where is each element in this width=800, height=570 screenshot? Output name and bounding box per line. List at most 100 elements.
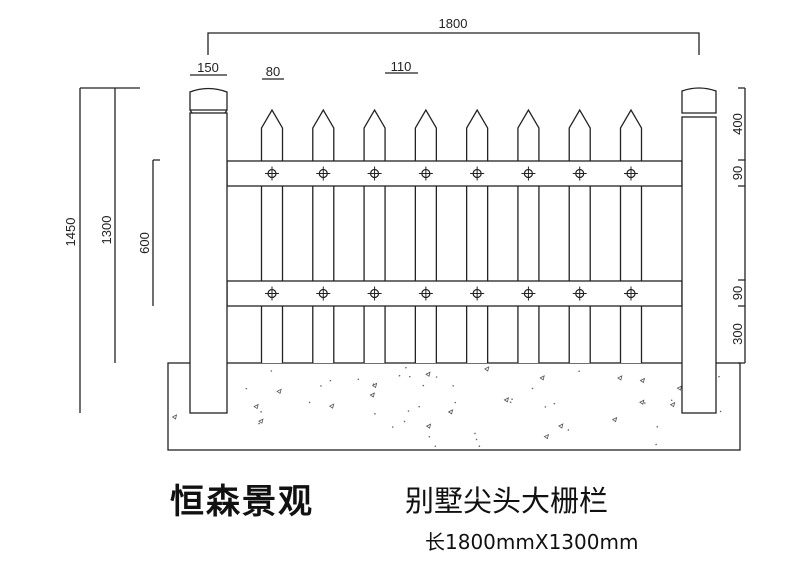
bolt-icon: [367, 286, 382, 301]
gravel-mark: [391, 426, 394, 428]
gravel-mark: [425, 423, 432, 429]
brand-name: 恒森景观: [170, 482, 314, 522]
gravel-mark: [719, 410, 722, 413]
picket: [363, 108, 386, 363]
right-post: [681, 87, 717, 414]
bolt-icon: [521, 166, 536, 181]
dimension-lines: [79, 32, 746, 413]
gravel-mark: [422, 384, 425, 387]
gravel-mark: [670, 399, 673, 402]
gravel-mark: [676, 385, 683, 391]
dim-total-length: 1800: [439, 16, 468, 31]
gravel-mark: [418, 405, 420, 408]
gravel-mark: [567, 429, 570, 431]
picket: [517, 108, 540, 363]
dim-picket-width: 80: [266, 64, 280, 79]
bolt-icon: [521, 286, 536, 301]
left-post: [189, 87, 228, 414]
gravel-mark: [408, 375, 411, 378]
picket: [465, 108, 489, 363]
picket: [619, 108, 643, 363]
dim-top-section: 400: [730, 113, 745, 135]
gravel-mark: [475, 438, 478, 441]
gravel-mark: [434, 445, 437, 448]
dim-picket-gap: 110: [391, 59, 412, 74]
gravel-mark: [553, 402, 556, 405]
bolt-icon: [470, 286, 485, 301]
gravel-mark: [511, 398, 513, 400]
gravel-mark: [403, 420, 406, 423]
gravel-mark: [503, 397, 510, 403]
dim-lower-rail: 90: [730, 286, 745, 300]
bolt-icon: [572, 166, 587, 181]
gravel-mark: [558, 423, 564, 429]
dim-post-width: 150: [197, 60, 219, 75]
gravel-mark: [405, 366, 407, 369]
picket: [312, 108, 335, 363]
gravel-mark: [398, 374, 401, 377]
gravel-mark: [656, 425, 659, 428]
bolt-icon: [265, 286, 279, 301]
gravel-mark: [270, 370, 273, 372]
dim-above-ground-height: 1300: [99, 216, 114, 245]
gravel-mark: [428, 435, 431, 438]
lower-rail: [226, 280, 683, 307]
bolt-icon: [367, 166, 382, 181]
product-size: 长1800mmX1300mm: [425, 530, 639, 554]
gravel-mark: [258, 422, 260, 425]
gravel-mark: [543, 433, 550, 440]
product-title: 别墅尖头大栅栏: [405, 484, 609, 518]
gravel-mark: [253, 403, 259, 410]
gravel-mark: [260, 411, 262, 413]
gravel-mark: [435, 376, 438, 378]
picket: [260, 108, 284, 363]
bolts: [265, 166, 638, 301]
gravel-mark: [452, 385, 454, 387]
pickets: [260, 108, 643, 363]
gravel-mark: [447, 409, 454, 415]
bolt-icon: [624, 166, 638, 181]
gravel-mark: [509, 401, 512, 403]
dim-upper-rail: 90: [730, 166, 745, 180]
gravel-mark: [425, 371, 431, 377]
picket: [568, 108, 591, 363]
gravel-mark: [483, 366, 490, 372]
gravel-mark: [276, 388, 282, 394]
gravel-mark: [171, 414, 178, 420]
gravel-mark: [245, 387, 248, 390]
bolt-icon: [316, 166, 331, 181]
picket: [414, 108, 438, 363]
gravel-texture: [171, 366, 722, 448]
gravel-mark: [308, 401, 311, 404]
gravel-mark: [639, 399, 645, 405]
gravel-mark: [478, 445, 481, 447]
dim-rail-span: 600: [137, 232, 152, 254]
gravel-mark: [578, 370, 580, 372]
gravel-mark: [328, 403, 335, 409]
gravel-mark: [407, 410, 410, 412]
gravel-mark: [539, 375, 545, 381]
bolt-icon: [265, 166, 279, 181]
bolt-icon: [624, 286, 638, 301]
dim-bottom-section: 300: [730, 323, 745, 345]
upper-rail: [226, 160, 683, 187]
gravel-mark: [329, 379, 332, 382]
gravel-mark: [320, 385, 322, 387]
gravel-mark: [357, 378, 360, 381]
bolt-icon: [470, 166, 485, 181]
gravel-mark: [639, 377, 646, 384]
bolt-icon: [418, 286, 433, 301]
dim-total-height: 1450: [63, 218, 78, 247]
gravel-mark: [369, 392, 375, 398]
gravel-mark: [454, 401, 457, 404]
gravel-mark: [669, 401, 676, 408]
gravel-mark: [544, 406, 547, 408]
gravel-mark: [655, 443, 657, 446]
bolt-icon: [418, 166, 433, 181]
ground-foundation: [167, 362, 741, 451]
gravel-mark: [474, 432, 476, 435]
gravel-mark: [611, 416, 618, 423]
gravel-mark: [371, 382, 378, 389]
gravel-mark: [718, 375, 720, 378]
